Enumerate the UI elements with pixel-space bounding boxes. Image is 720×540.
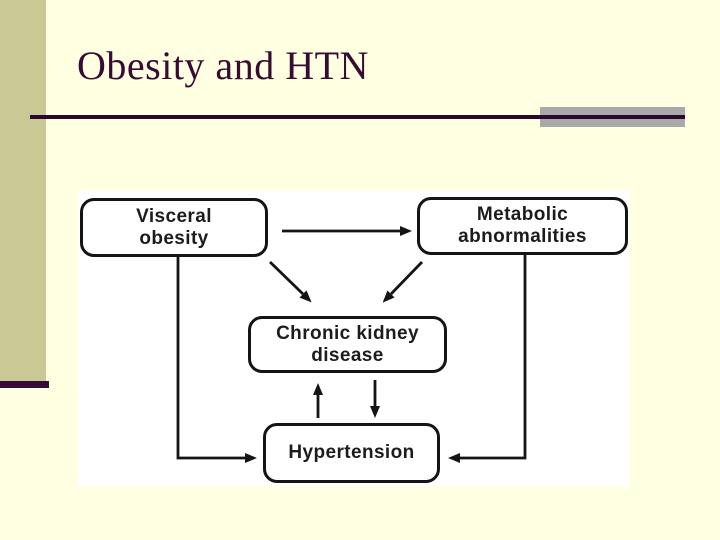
diagram-panel: Visceral obesity Metabolic abnormalities… [78,190,630,487]
node-visceral-obesity-label: Visceral obesity [136,205,212,249]
node-metabolic-abnormalities: Metabolic abnormalities [417,197,628,255]
title-underline [30,115,685,119]
node-metabolic-abnormalities-label: Metabolic abnormalities [458,204,587,247]
diagram-arrows [176,226,527,463]
node-visceral-obesity: Visceral obesity [80,198,268,257]
page-title: Obesity and HTN [77,43,369,88]
node-chronic-kidney-disease-label: Chronic kidney disease [276,322,419,366]
node-hypertension-label: Hypertension [288,442,415,464]
node-chronic-kidney-disease: Chronic kidney disease [248,316,447,373]
edge-visceral-to-hypertension-arrow [176,257,257,463]
sidebar-bar [0,0,46,382]
node-hypertension: Hypertension [263,423,440,483]
edge-visceral-to-ckd-arrow [269,260,312,303]
sidebar-accent-stub [0,381,49,388]
edge-metabolic-to-hypertension-arrow [448,255,527,463]
edge-metabolic-to-ckd-arrow [382,261,424,303]
